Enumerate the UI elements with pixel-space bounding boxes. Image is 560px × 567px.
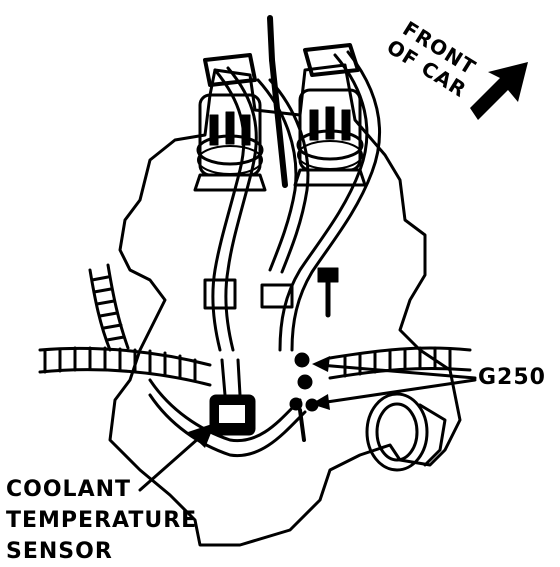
right-top-clamp: [303, 43, 360, 77]
harness-clamp: [260, 283, 294, 309]
coolant-sensor: [209, 358, 256, 436]
left-top-clamp: [203, 53, 257, 87]
g250-arrowhead: [312, 356, 330, 372]
dipstick: [267, 15, 288, 188]
g250-leader: [318, 363, 477, 405]
outlet-pipe: [365, 392, 447, 472]
front-direction-arrow: [470, 62, 528, 120]
corrugated-loom: [38, 263, 472, 387]
right-ignition-coil: [293, 88, 367, 187]
g250-label: G250: [478, 365, 546, 390]
bolt: [317, 267, 339, 318]
wiring-harness: [211, 50, 382, 352]
coolant-sensor-label: COOLANT TEMPERATURE SENSOR: [6, 477, 198, 564]
g250-arrowhead: [311, 394, 330, 410]
sensor-arrowhead: [188, 423, 215, 448]
ground-point: [289, 352, 319, 442]
